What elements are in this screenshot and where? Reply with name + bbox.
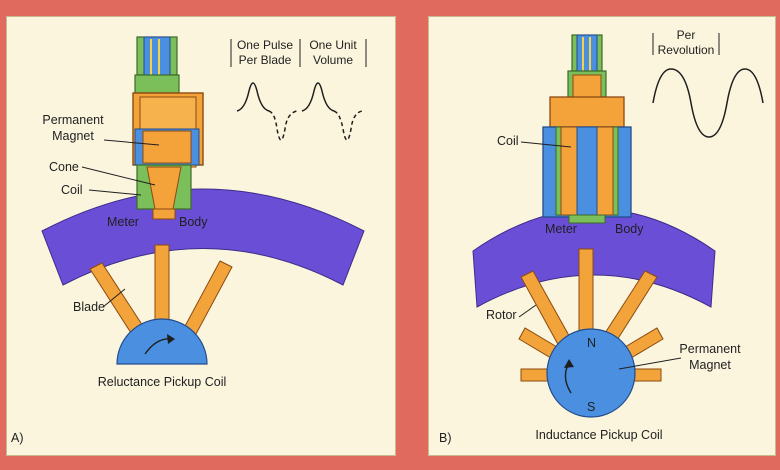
label-meter-b: Meter	[545, 222, 577, 236]
inductance-diagram: Per Revolution Coil Meter Body Rotor Per…	[439, 28, 764, 445]
rotor-arms-b	[518, 248, 664, 382]
caption-a: Reluctance Pickup Coil	[98, 375, 227, 389]
label-permanent-magnet-b-line1: Permanent	[679, 342, 741, 356]
label-coil: Coil	[61, 183, 83, 197]
label-unit-line2: Volume	[313, 53, 353, 67]
reluctance-diagram: One Pulse Per Blade One Unit Volume Perm…	[11, 36, 367, 445]
label-permanent-magnet-line1: Permanent	[42, 113, 104, 127]
tag-a: A)	[11, 431, 24, 445]
label-permanent-magnet-b-line2: Magnet	[689, 358, 731, 372]
waveform-b	[652, 33, 764, 138]
label-coil-b: Coil	[497, 134, 519, 148]
label-body-b: Body	[615, 222, 644, 236]
label-unit-line1: One Unit	[309, 38, 357, 52]
label-pulse-line1: One Pulse	[237, 38, 293, 52]
label-cone: Cone	[49, 160, 79, 174]
label-blade: Blade	[73, 300, 105, 314]
label-north: N	[587, 336, 596, 350]
label-revolution: Revolution	[658, 43, 715, 57]
label-south: S	[587, 400, 595, 414]
panel-a-reluctance: One Pulse Per Blade One Unit Volume Perm…	[6, 16, 396, 456]
meter-body-a	[41, 188, 365, 286]
waveform-a	[230, 39, 367, 141]
hub-a	[116, 318, 208, 365]
rotor-magnet-b	[546, 328, 636, 418]
label-meter: Meter	[107, 215, 139, 229]
blades-a	[89, 244, 233, 348]
caption-b: Inductance Pickup Coil	[535, 428, 662, 442]
label-pulse-line2: Per Blade	[239, 53, 292, 67]
sensor-b	[542, 34, 632, 224]
label-rotor: Rotor	[486, 308, 517, 322]
meter-body-b	[472, 208, 716, 308]
panel-b-inductance: Per Revolution Coil Meter Body Rotor Per…	[428, 16, 776, 456]
sensor-a	[132, 36, 204, 220]
tag-b: B)	[439, 431, 452, 445]
label-permanent-magnet-line2: Magnet	[52, 129, 94, 143]
label-body: Body	[179, 215, 208, 229]
label-per: Per	[677, 28, 696, 42]
